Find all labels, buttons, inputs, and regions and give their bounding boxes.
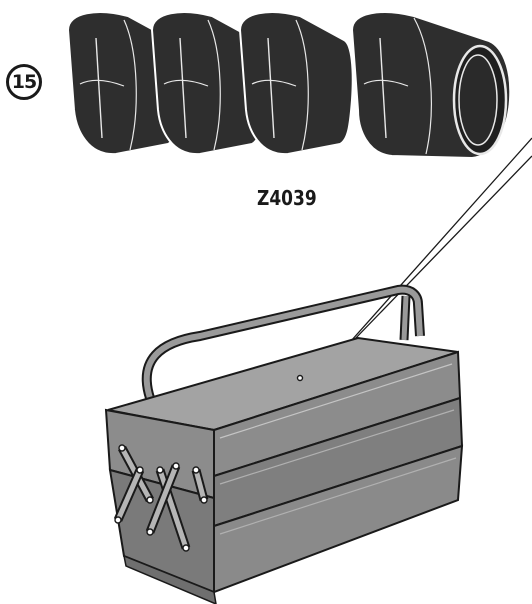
part-code-label: Z4039 xyxy=(257,186,317,210)
step-number: 15 xyxy=(11,71,37,93)
cantilever-toolbox-icon xyxy=(104,284,464,604)
step-number-badge: 15 xyxy=(6,64,42,100)
pipe-end-cap-icon xyxy=(350,11,512,160)
pipe-end-cap-icon xyxy=(239,11,354,156)
